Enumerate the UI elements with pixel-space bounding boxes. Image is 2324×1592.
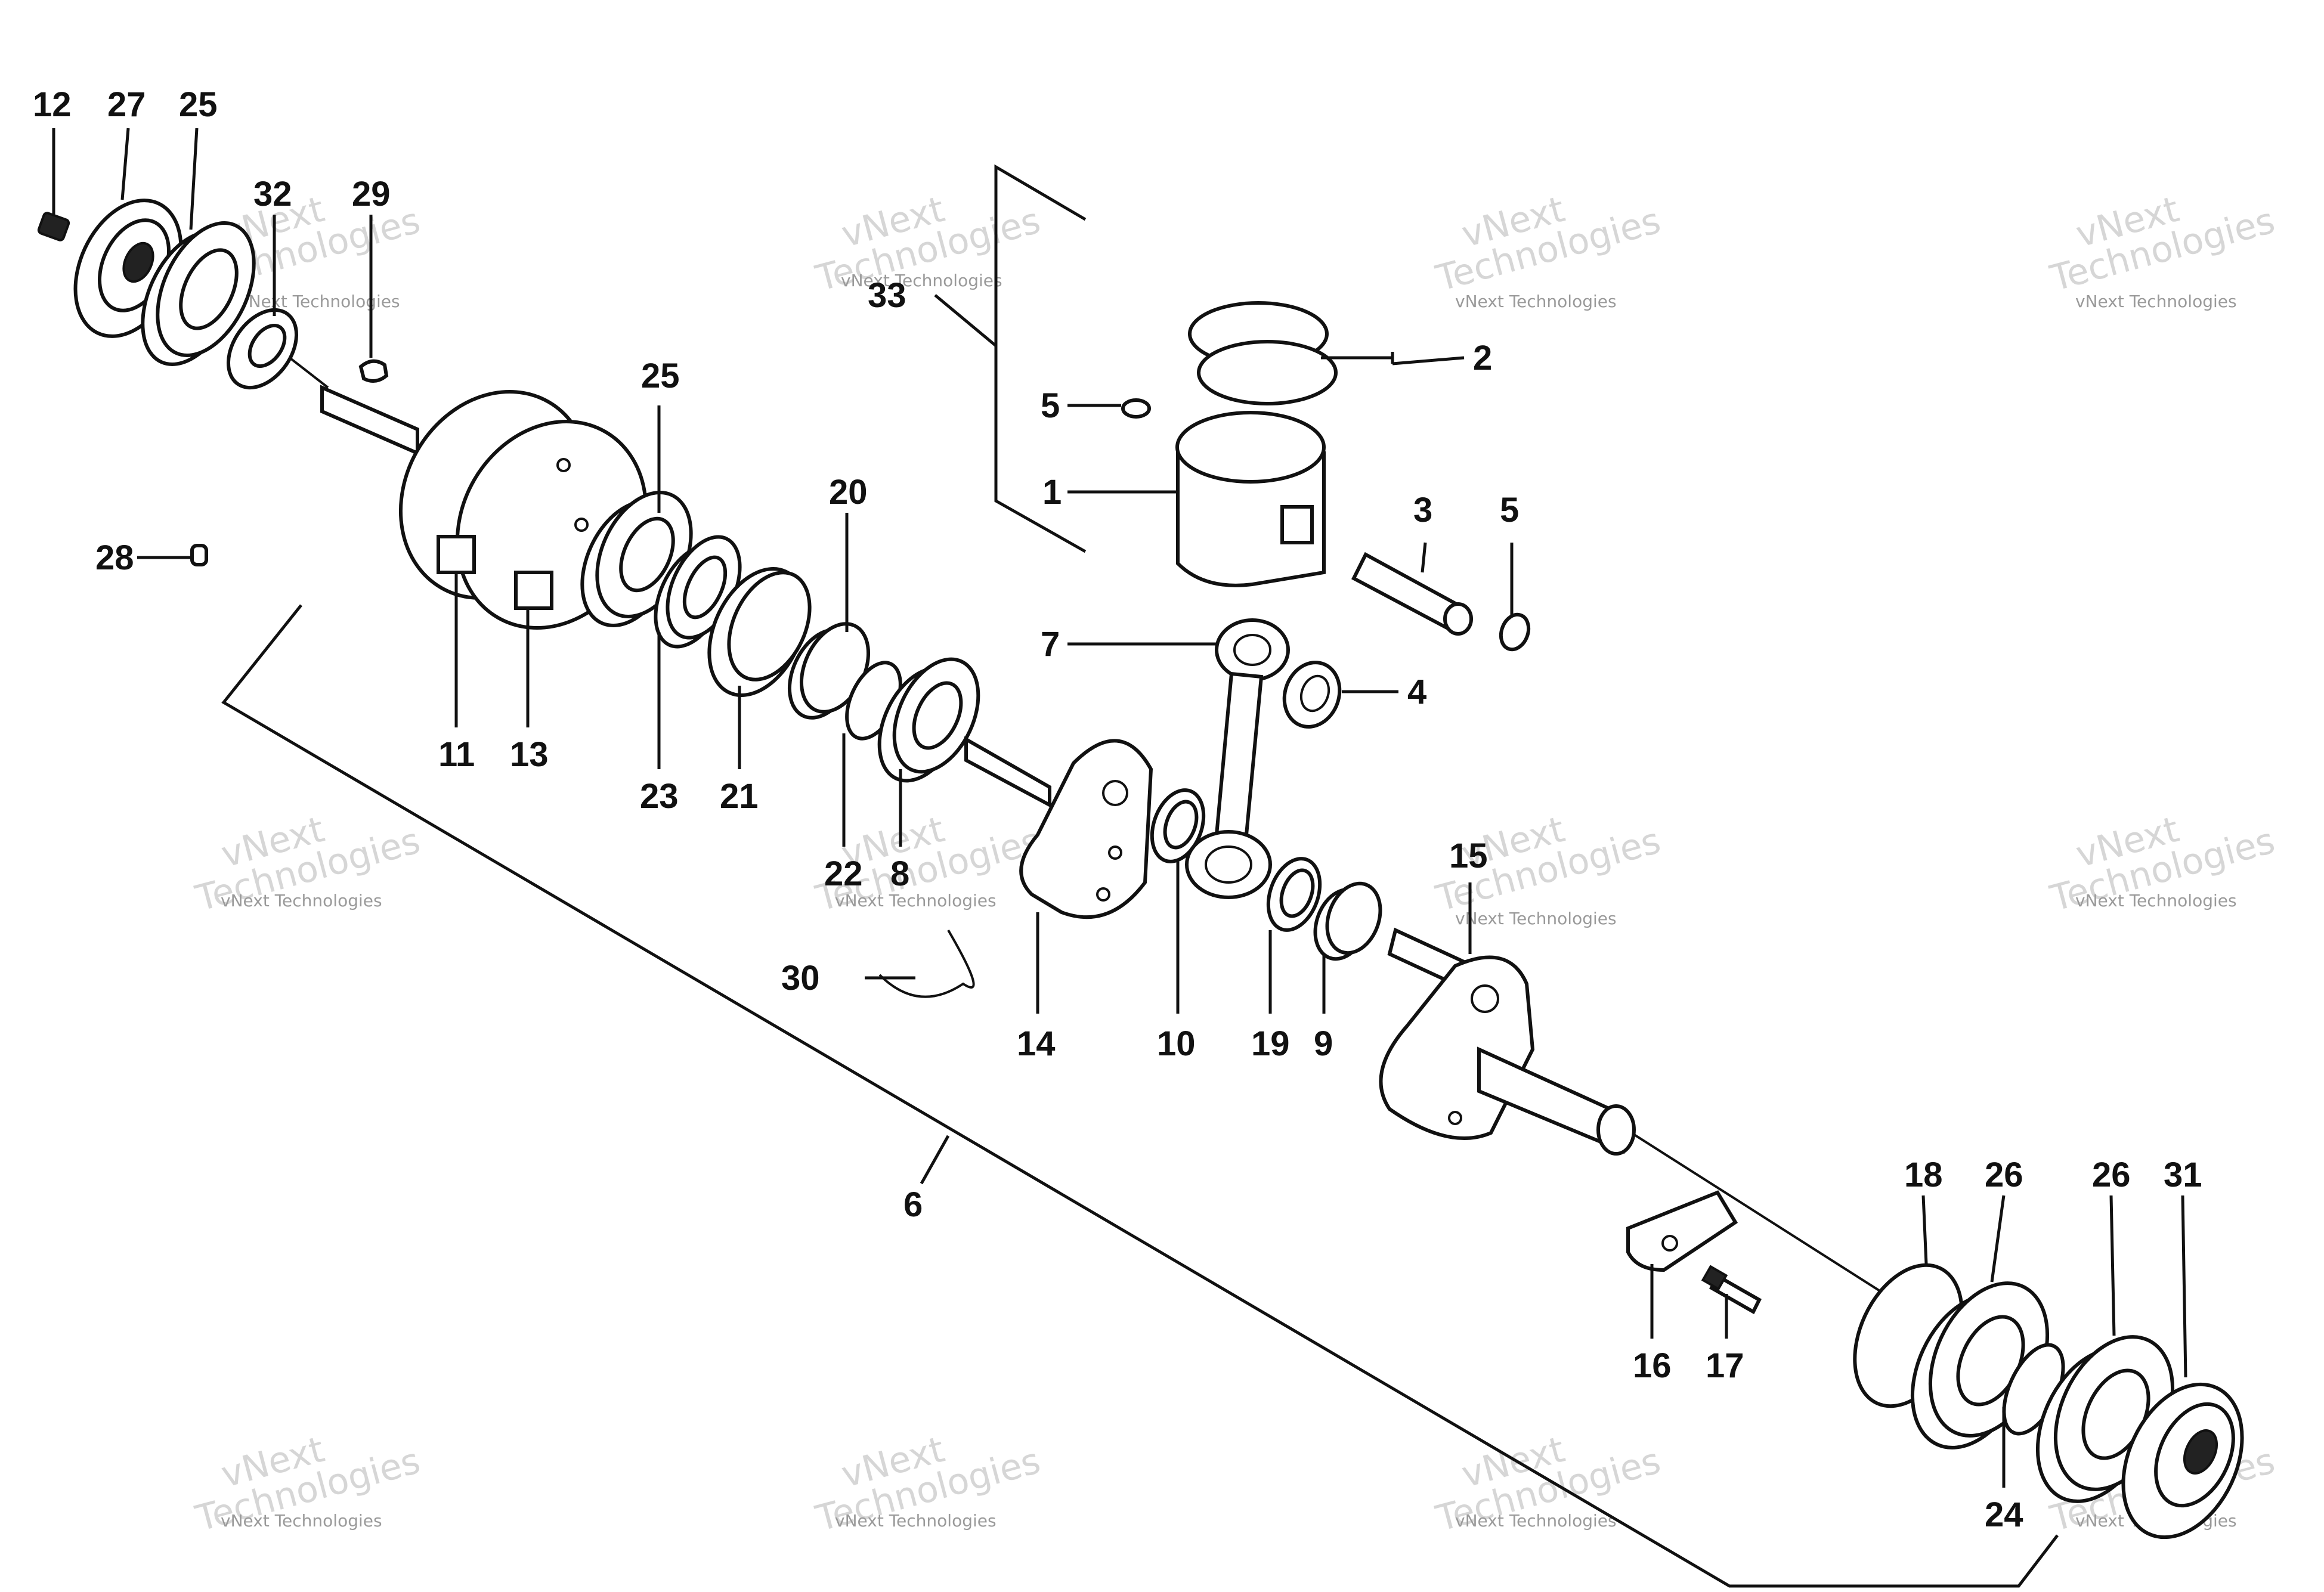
callout-2: 2 (1473, 339, 1492, 377)
part-nut-12 (37, 212, 70, 241)
callout-19: 19 (1251, 1024, 1290, 1063)
part-crank-web-14 (964, 736, 1153, 919)
watermark: vNext Technologies (841, 271, 1002, 290)
part-seal-21 (707, 567, 812, 697)
callout-11: 11 (438, 735, 475, 774)
callout-21: 21 (720, 777, 759, 816)
callout-24: 24 (1985, 1495, 2023, 1534)
watermark: vNext Technologies (1431, 188, 1664, 300)
callout-5-b: 5 (1500, 491, 1519, 529)
callout-13: 13 (510, 735, 549, 774)
callout-6: 6 (903, 1185, 923, 1224)
part-clip-5-left (1121, 398, 1151, 419)
part-flywheel-left (320, 385, 648, 630)
callout-10: 10 (1157, 1024, 1196, 1063)
callout-20: 20 (829, 473, 868, 512)
callout-32: 32 (253, 175, 292, 213)
callout-22: 22 (824, 854, 863, 893)
callout-18: 18 (1904, 1156, 1943, 1194)
part-connecting-rod-7 (1185, 618, 1290, 899)
watermark: vNext Technologies (2075, 292, 2237, 311)
watermark: vNext Technologies (1455, 292, 1617, 311)
callout-27: 27 (107, 85, 146, 124)
part-screw-17 (1701, 1265, 1762, 1315)
callout-26: 26 (1985, 1156, 2023, 1194)
callout-25-b: 25 (641, 357, 680, 395)
callout-12: 12 (33, 85, 72, 124)
part-washer-19 (1266, 857, 1322, 932)
callout-26-b: 26 (2092, 1156, 2131, 1194)
part-needle-bearing-4 (1282, 661, 1342, 729)
callout-28: 28 (95, 538, 134, 577)
part-piston-pin-3 (1351, 552, 1473, 636)
callout-29: 29 (352, 175, 391, 213)
callout-25: 25 (179, 85, 218, 124)
part-needle-bearing-9 (1313, 881, 1382, 961)
part-piston-rings-2 (1188, 301, 1338, 405)
watermark: vNext Technologies (221, 1511, 382, 1531)
watermark: vNext Technologies (835, 1511, 997, 1531)
watermark: vNext Technologies (239, 292, 400, 311)
watermark: vNext Technologies (835, 891, 997, 910)
part-bearing-25-left (141, 221, 256, 366)
part-seal-31 (2121, 1382, 2244, 1540)
leader-lines (52, 128, 2187, 1488)
bracket-6 (221, 604, 2059, 1588)
callout-9: 9 (1314, 1024, 1333, 1063)
callout-5: 5 (1041, 386, 1060, 425)
part-circlip-30 (878, 929, 975, 998)
part-plate-16 (1626, 1190, 1738, 1272)
part-washer-10 (1150, 788, 1206, 863)
callout-4: 4 (1407, 673, 1426, 711)
part-washer-32 (226, 308, 299, 390)
callout-16: 16 (1633, 1346, 1672, 1385)
watermark: vNext Technologies (1455, 909, 1617, 928)
watermark: vNext Technologies (2046, 188, 2279, 300)
callout-7: 7 (1041, 625, 1060, 664)
callout-8: 8 (890, 854, 909, 893)
part-pin-28 (190, 544, 208, 566)
callout-30: 30 (781, 959, 820, 998)
part-piston-1 (1175, 411, 1326, 587)
callout-33: 33 (868, 276, 906, 315)
callout-31: 31 (2164, 1156, 2202, 1194)
callout-14: 14 (1017, 1024, 1056, 1063)
callout-23: 23 (640, 777, 679, 816)
part-clip-5-right (1499, 612, 1531, 652)
bracket-33 (934, 164, 1087, 553)
callout-15: 15 (1449, 837, 1488, 875)
watermark: vNext Technologies (1455, 1511, 1617, 1531)
watermark: vNext Technologies (221, 891, 382, 910)
part-bearing-8 (877, 657, 980, 783)
part-crank-web-15 (1379, 927, 1636, 1156)
watermark: vNext Technologies (2075, 891, 2237, 910)
callout-17: 17 (1706, 1346, 1744, 1385)
callout-labels: 12 27 25 32 29 33 2 5 1 3 5 25 20 7 4 28… (33, 85, 2202, 1534)
callout-3: 3 (1413, 491, 1432, 529)
part-key-29 (358, 359, 389, 383)
callout-1: 1 (1042, 473, 1062, 512)
